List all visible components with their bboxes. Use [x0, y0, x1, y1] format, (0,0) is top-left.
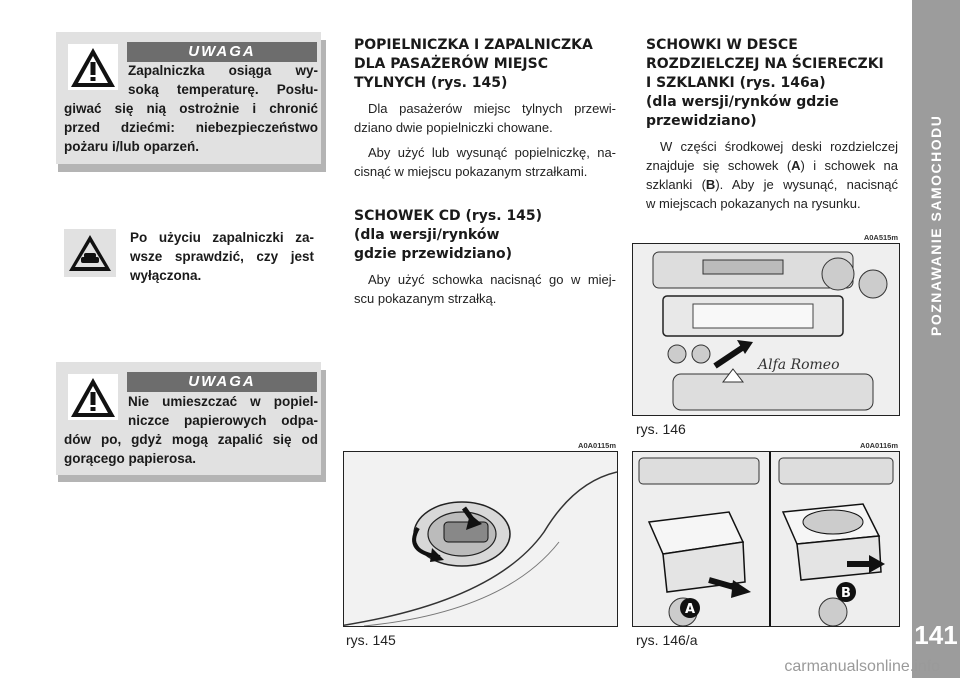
warning-line: soką temperaturę. Posłu- — [128, 82, 318, 97]
note-icon — [64, 229, 116, 277]
uwaga-label: UWAGA — [127, 372, 317, 392]
section-title: POZNAWANIE SAMOCHODU — [928, 114, 944, 336]
figure-146a: A B — [632, 451, 900, 627]
warning-line: dów po, gdyż mogą zapalić się od — [64, 432, 318, 447]
figure-146: Alfa Romeo — [632, 243, 900, 416]
compartments-paragraph: W części środkowej deski rozdzielczej zn… — [646, 139, 898, 211]
figure-code: A0A0116m — [860, 441, 898, 450]
figure-145 — [343, 451, 618, 627]
warning-line: gorącego papierosa. — [64, 451, 197, 466]
warning-line: niczce papierowych odpa- — [128, 413, 318, 428]
warning-box: UWAGA Nie umieszczać w popiel- niczce pa… — [56, 362, 321, 475]
note-line: wsze sprawdzić, czy jest — [130, 249, 314, 264]
compartments-heading: SCHOWKI W DESCE ROZDZIELCZEJ NA ŚCIERECZ… — [646, 37, 884, 129]
ashtray-heading: POPIELNICZKA I ZAPALNICZKA DLA PASAŻERÓW… — [354, 37, 593, 91]
warning-box-lighter: UWAGA Zapalniczka osiąga wy- soką temper… — [56, 32, 321, 164]
warning-line: Nie umieszczać w popiel- — [128, 394, 318, 409]
cd-paragraph: Aby użyć schowka nacisnąć go w miej- scu… — [354, 272, 616, 306]
warning-icon — [68, 374, 118, 420]
figure-caption: rys. 146 — [636, 421, 686, 437]
cd-heading: SCHOWEK CD (rys. 145) (dla wersji/rynków… — [354, 208, 543, 262]
figure-code: A0A515m — [863, 233, 898, 242]
note-line: Po użyciu zapalniczki za- — [130, 230, 314, 245]
figure-caption: rys. 145 — [346, 632, 396, 648]
uwaga-label: UWAGA — [127, 42, 317, 62]
figure-caption: rys. 146/a — [636, 632, 698, 648]
watermark[interactable]: carmanualsonline.info — [784, 658, 940, 675]
warning-icon — [68, 44, 118, 90]
warning-line: giwać się nią ostrożnie i chronić — [64, 101, 318, 116]
brand-script: Alfa Romeo — [756, 357, 840, 373]
section-tab: POZNAWANIE SAMOCHODU 141 — [912, 0, 960, 678]
warning-line: przed dziećmi: niebezpieczeństwo — [64, 120, 318, 135]
label-a: A — [685, 602, 695, 617]
ashtray-paragraph: Dla pasażerów miejsc tylnych przewi- dzi… — [354, 101, 616, 179]
warning-line: pożaru i/lub oparzeń. — [64, 139, 200, 154]
page-number: 141 — [914, 620, 958, 650]
note-line: wyłączona. — [130, 268, 202, 283]
warning-line: Zapalniczka osiąga wy- — [128, 63, 318, 78]
figure-code: A0A0115m — [578, 441, 616, 450]
label-b: B — [841, 586, 851, 601]
